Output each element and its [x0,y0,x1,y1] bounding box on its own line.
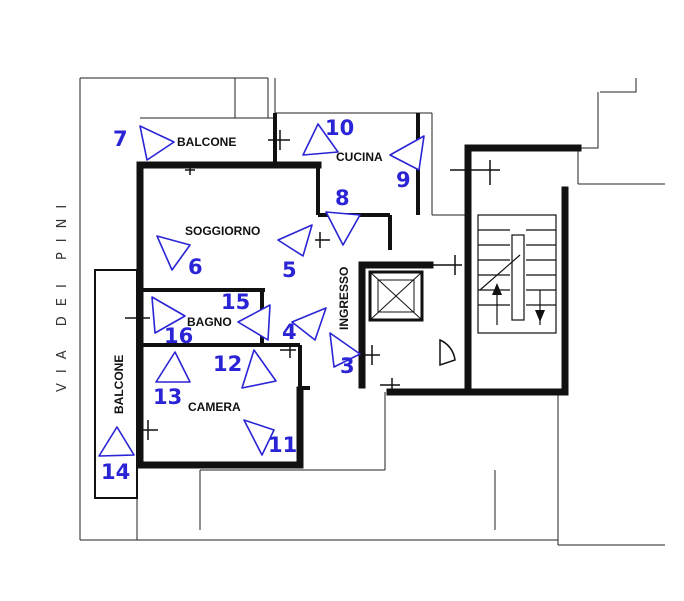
room-label-ingresso: INGRESSO [337,267,351,330]
view-marker-15 [237,304,271,341]
photo-number-8: 8 [335,186,350,210]
view-marker-4 [291,307,327,341]
photo-number-5: 5 [282,258,297,282]
side-balcony-frame [94,269,140,499]
view-marker-7 [139,125,175,161]
stair-arrows [492,283,545,322]
photo-number-12: 12 [213,352,242,376]
view-marker-11 [243,419,275,456]
photo-number-14: 14 [101,460,130,484]
photo-point-numbers: 3 4 5 6 7 8 9 10 11 12 13 14 15 16 [101,116,411,484]
view-marker-16 [151,296,186,334]
view-marker-13 [155,351,191,383]
photo-number-11: 11 [268,433,297,457]
staircase [477,214,557,334]
photo-number-9: 9 [396,168,411,192]
photo-number-3: 3 [340,354,355,378]
room-label-balcone-side: BALCONE [112,355,126,414]
photo-number-10: 10 [325,116,354,140]
view-markers [98,123,425,457]
photo-number-4: 4 [282,320,297,344]
walls [136,144,582,469]
view-marker-12 [241,349,277,389]
photo-number-7: 7 [113,127,128,151]
room-label-camera: CAMERA [188,400,241,414]
room-label-balcone-top: BALCONE [177,135,236,149]
room-label-bagno: BAGNO [187,315,232,329]
room-label-soggiorno: SOGGIORNO [185,224,260,238]
view-marker-8 [325,211,361,246]
photo-number-16: 16 [164,324,193,348]
elevator-shaft [368,270,424,322]
photo-number-13: 13 [153,385,182,409]
view-marker-10 [302,123,339,156]
interior-walls [140,113,420,390]
view-marker-6 [156,235,191,271]
view-marker-3 [329,332,361,368]
room-label-cucina: CUCINA [336,150,383,164]
plan-outline [79,77,665,546]
view-marker-14 [98,426,135,457]
photo-number-6: 6 [188,255,203,279]
view-marker-9 [389,135,425,171]
photo-number-15: 15 [221,290,250,314]
view-marker-5 [277,224,313,257]
street-label: VIA DEI PINI [55,195,70,392]
